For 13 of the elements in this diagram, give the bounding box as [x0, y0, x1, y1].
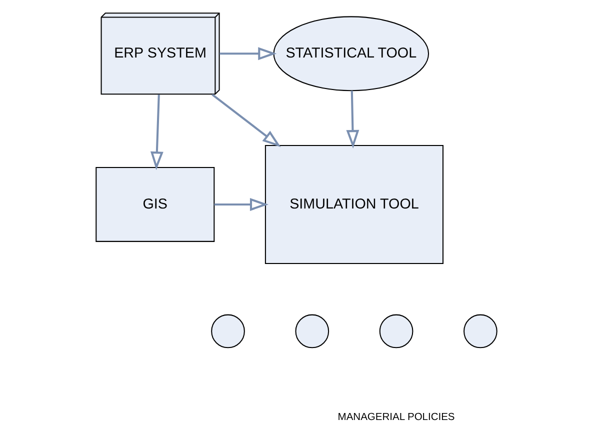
node-box: SIMULATION TOOL: [264, 144, 444, 264]
label: MANAGERIAL POLICIES: [338, 411, 455, 422]
arrow: [220, 46, 277, 60]
node-circle: [211, 314, 245, 348]
arrow: [214, 198, 268, 210]
arrow: [212, 93, 281, 147]
node-circle: [295, 314, 330, 348]
node-box: GIS: [96, 166, 215, 242]
arrow: [150, 94, 164, 170]
node-ellipse: STATISTICAL TOOL: [273, 16, 430, 91]
node-circle: [379, 314, 414, 348]
node-circle: [464, 314, 498, 348]
arrow: [346, 90, 360, 148]
